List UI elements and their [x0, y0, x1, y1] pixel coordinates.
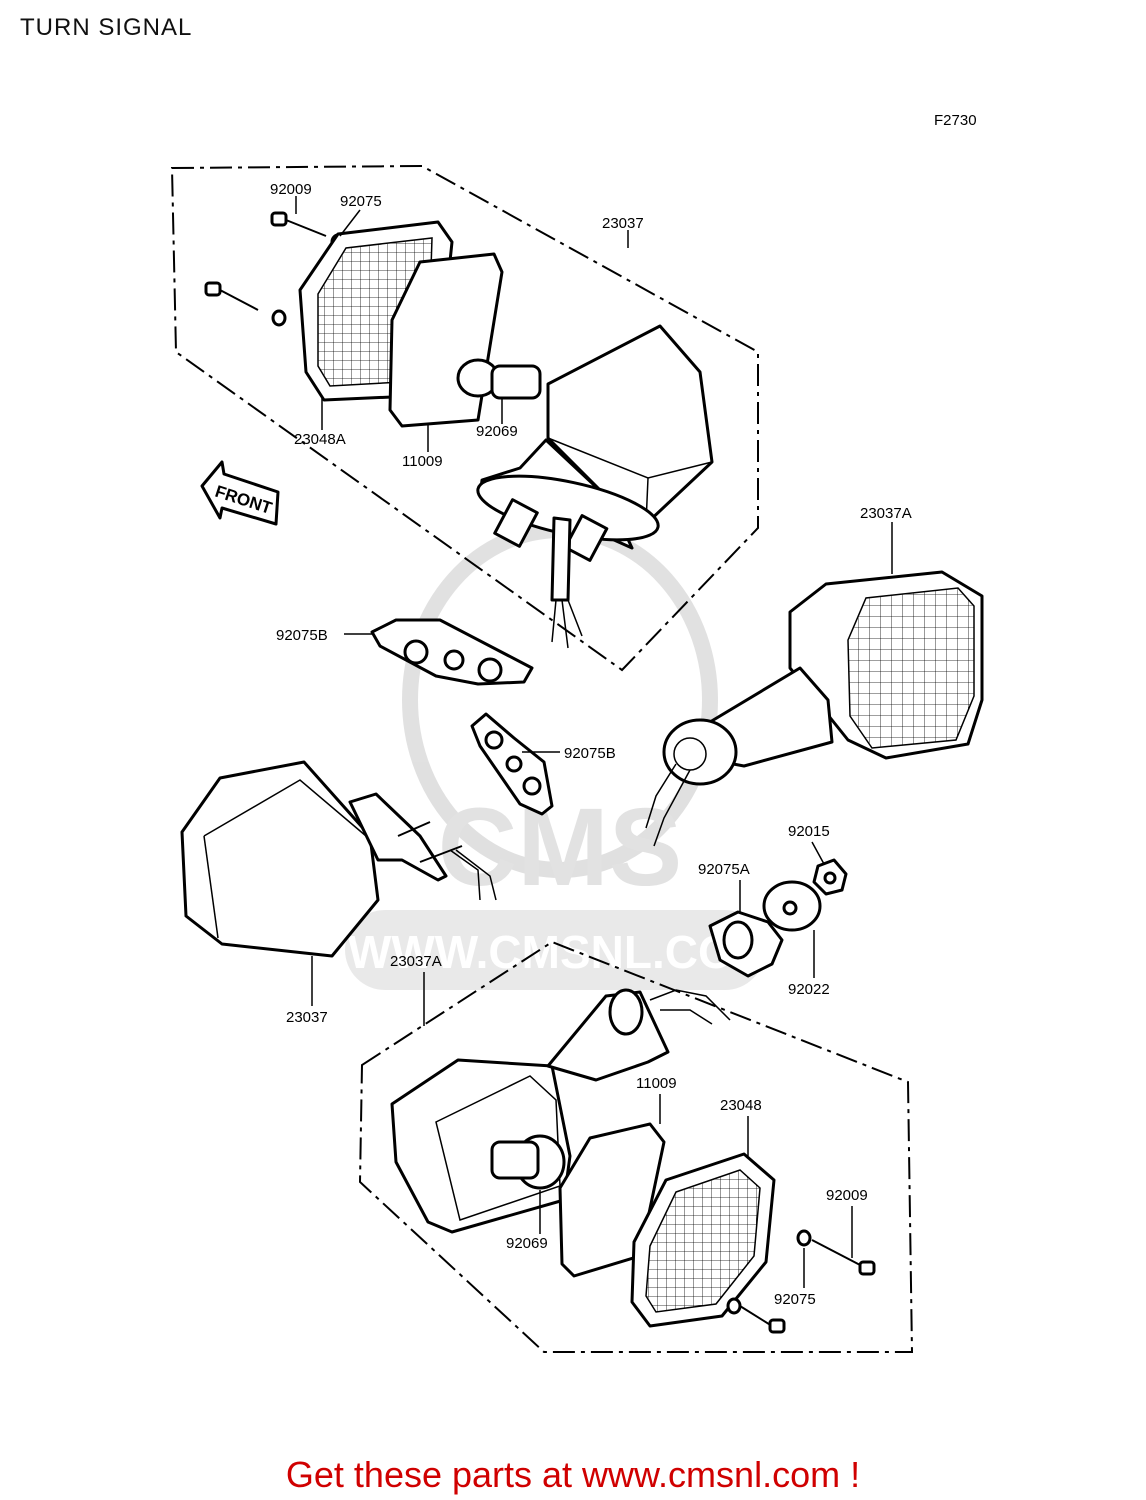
- front-arrow: FRONT: [200, 460, 280, 526]
- label-92075-bottom: 92075: [774, 1291, 816, 1308]
- label-23048: 23048: [720, 1097, 762, 1114]
- bulb-92069-bottom: [490, 1134, 566, 1190]
- label-11009-top: 11009: [402, 453, 443, 470]
- label-92009-bottom: 92009: [826, 1187, 868, 1204]
- label-92069-bottom: 92069: [506, 1235, 548, 1252]
- label-92069-top: 92069: [476, 423, 518, 440]
- figure-code: F2730: [934, 112, 977, 129]
- label-23037-top: 23037: [602, 215, 644, 232]
- part-labels: 92009 92075 23037 23048A 11009 92069 230…: [270, 181, 912, 1308]
- bulb-92069-top: [456, 358, 542, 400]
- turn-signal-23037A-right: [645, 570, 984, 847]
- housing-23037A-bottom: [390, 988, 731, 1234]
- grommet-92075A: [708, 910, 784, 978]
- lens-23048: [630, 1152, 776, 1328]
- housing-23037-top: [476, 324, 714, 649]
- label-92075B-mid: 92075B: [564, 745, 616, 762]
- label-92022: 92022: [788, 981, 830, 998]
- turn-signal-23037-left: [180, 760, 497, 958]
- label-92075B-left: 92075B: [276, 627, 328, 644]
- top-assembly-boundary: [170, 164, 759, 672]
- label-23048A: 23048A: [294, 431, 346, 448]
- bottom-assembly-boundary: [358, 940, 914, 1353]
- watermark-logo: CMS: [438, 786, 682, 909]
- watermark-url: WWW.CMSNL.COM: [348, 926, 772, 978]
- leader-lines: [295, 196, 893, 1288]
- page-title: TURN SIGNAL: [20, 14, 193, 41]
- label-23037-left: 23037: [286, 1009, 328, 1026]
- label-23037A-bottom: 23037A: [390, 953, 442, 970]
- watermark: CMS WWW.CMSNL.COM: [345, 522, 772, 990]
- label-92075-top: 92075: [340, 193, 382, 210]
- footer-parts-link[interactable]: Get these parts at www.cmsnl.com !: [285, 1454, 861, 1495]
- bracket-plate-92075B-mid: [470, 712, 554, 816]
- screw-92009-bottom: [739, 1239, 876, 1334]
- bracket-plate-92075B-left: [370, 618, 534, 686]
- washer-92075-bottom: [726, 1229, 812, 1315]
- screw-92009-top: [204, 211, 327, 311]
- label-92009-top: 92009: [270, 181, 312, 198]
- label-23037A-right: 23037A: [860, 505, 912, 522]
- nut-92015: [812, 858, 848, 896]
- label-11009-bottom: 11009: [636, 1075, 677, 1092]
- label-92075A: 92075A: [698, 861, 750, 878]
- washer-92022: [762, 880, 822, 932]
- label-92015: 92015: [788, 823, 830, 840]
